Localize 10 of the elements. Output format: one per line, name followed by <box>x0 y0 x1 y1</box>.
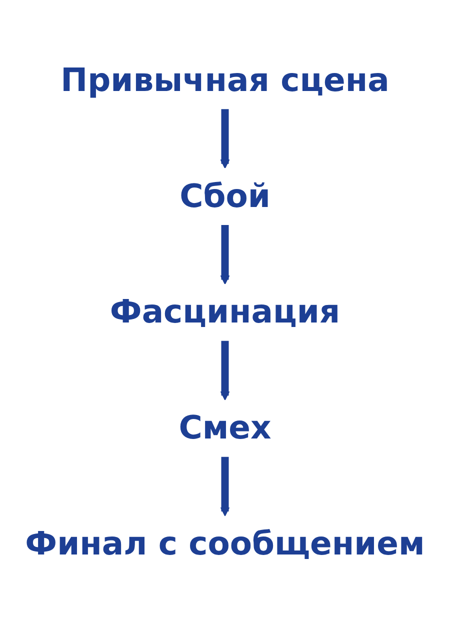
node-text: Фасцинация <box>110 294 340 332</box>
arrow <box>220 109 230 169</box>
arrow <box>220 456 230 516</box>
node-text: Смех <box>178 410 272 448</box>
arrow <box>220 225 230 284</box>
arrow <box>220 340 230 400</box>
node-text: Сбой <box>180 178 270 216</box>
node-text: Финал с сообщением <box>25 525 425 564</box>
node-text: Привычная сцена <box>60 62 390 100</box>
flow-diagram: Привычная сцена Сбой Фасцинация Смех Финал с сообщением <box>8 8 442 617</box>
